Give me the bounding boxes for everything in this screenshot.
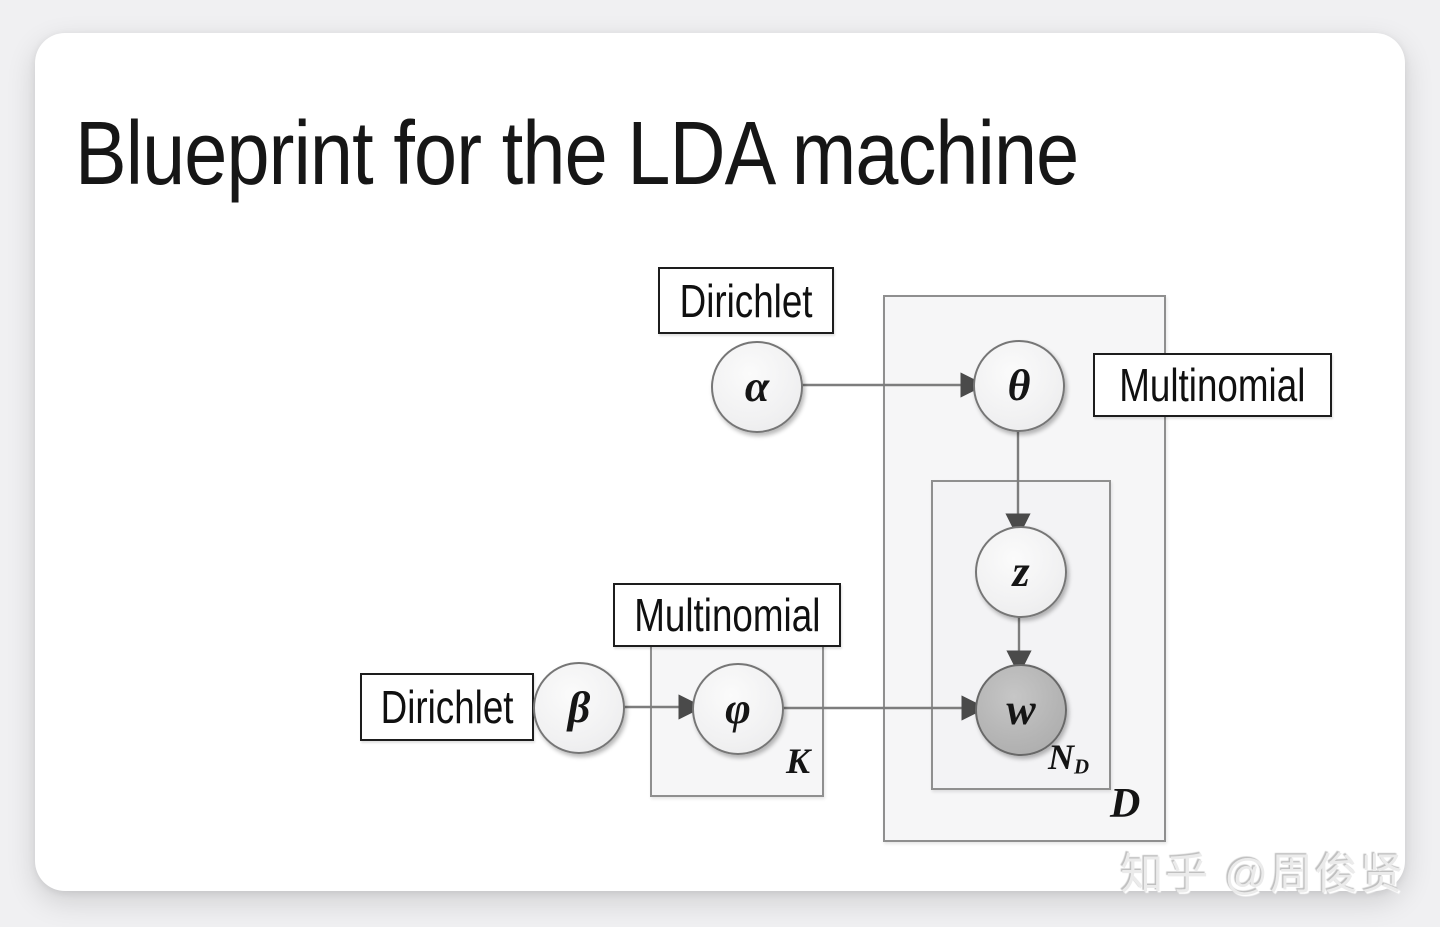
label-multinomial-phi: Multinomial (613, 583, 841, 647)
label-dirichlet-alpha-text: Dirichlet (679, 274, 813, 327)
plate-label-D-text: D (1110, 781, 1141, 827)
label-dirichlet-alpha: Dirichlet (658, 267, 834, 334)
node-beta: β (533, 662, 625, 754)
node-phi-symbol: φ (725, 684, 751, 733)
label-multinomial-theta: Multinomial (1093, 353, 1332, 417)
node-alpha-symbol: α (744, 362, 770, 411)
plate-label-D: D (1110, 780, 1140, 828)
node-alpha: α (711, 341, 803, 433)
watermark: 知乎 @周俊贤 (1120, 851, 1405, 899)
plate-label-K: K (786, 740, 810, 782)
label-multinomial-phi-text: Multinomial (633, 589, 821, 641)
node-theta: θ (973, 340, 1065, 432)
plate-label-K-text: K (786, 741, 811, 781)
label-multinomial-theta-text: Multinomial (1119, 359, 1306, 411)
slide-title: Blueprint for the LDA machine (75, 104, 1079, 204)
plate-label-ND: ND (1048, 736, 1089, 780)
node-z: z (975, 526, 1067, 618)
plate-label-N-subscript: D (1074, 754, 1090, 779)
node-theta-symbol: θ (1007, 361, 1031, 410)
label-dirichlet-beta: Dirichlet (360, 673, 534, 741)
node-w-symbol: w (1006, 685, 1036, 734)
node-beta-symbol: β (567, 683, 591, 732)
plate-label-N-text: N (1048, 737, 1074, 777)
node-phi: φ (692, 663, 784, 755)
label-dirichlet-beta-text: Dirichlet (380, 681, 514, 733)
node-z-symbol: z (1012, 547, 1030, 596)
node-w: w (975, 664, 1067, 756)
